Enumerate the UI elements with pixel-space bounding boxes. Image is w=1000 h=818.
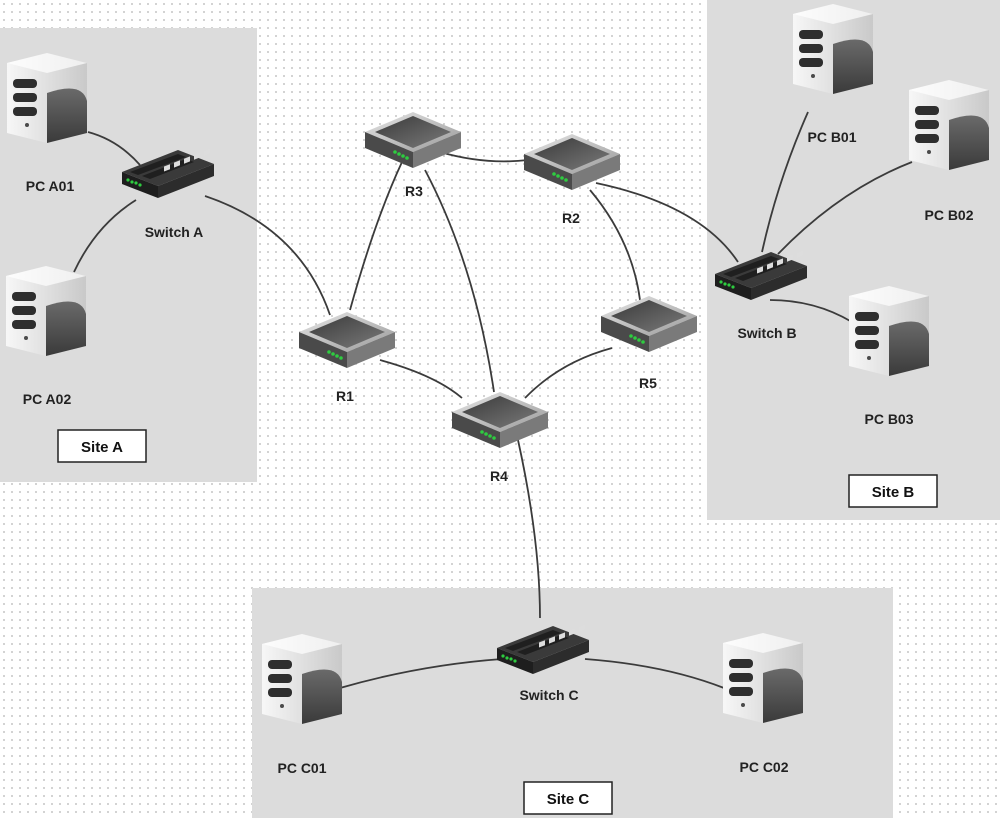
link-pc-a02-switch-a: [73, 199, 137, 273]
switch-c[interactable]: Switch C: [497, 624, 589, 703]
pc-tower-icon: [7, 53, 87, 143]
pc-c02[interactable]: PC C02: [723, 633, 803, 775]
site-a-label: Site A: [81, 439, 123, 456]
site-a-badge: Site A: [57, 429, 147, 463]
switch-b[interactable]: Switch B: [715, 250, 807, 341]
switch-a[interactable]: Switch A: [122, 148, 214, 240]
router-r4-label: R4: [490, 468, 508, 484]
router-r1[interactable]: R1: [299, 312, 395, 404]
router-icon: [524, 134, 620, 190]
pc-tower-icon: [262, 634, 342, 724]
link-switch-c-pc-c01: [339, 658, 503, 689]
router-r3-label: R3: [405, 183, 423, 199]
pc-tower-icon: [723, 633, 803, 723]
router-r2-label: R2: [562, 210, 580, 226]
router-r2[interactable]: R2: [524, 134, 620, 226]
link-switch-a-r1: [204, 195, 331, 316]
pc-a01[interactable]: PC A01: [7, 53, 87, 194]
pc-b03[interactable]: PC B03: [849, 286, 929, 427]
switch-a-label: Switch A: [145, 224, 204, 240]
site-c-label: Site C: [547, 791, 590, 808]
site-c-label-box: [523, 781, 613, 815]
link-r4-switch-c: [517, 439, 541, 619]
router-r5[interactable]: R5: [601, 296, 697, 391]
pc-tower-icon: [6, 266, 86, 356]
switch-b-label: Switch B: [737, 325, 796, 341]
link-r4-r5: [524, 347, 613, 399]
pc-tower-icon: [793, 4, 873, 94]
links: [73, 111, 913, 689]
pc-b01-label: PC B01: [807, 129, 856, 145]
site-a-label-box: [57, 429, 147, 463]
pc-b01[interactable]: PC B01: [793, 4, 873, 145]
router-icon: [601, 296, 697, 352]
pc-b02[interactable]: PC B02: [909, 80, 989, 223]
site-b-label: Site B: [872, 484, 915, 501]
link-r3-r4: [424, 169, 495, 393]
link-r3-r2: [439, 151, 529, 163]
pc-b03-label: PC B03: [864, 411, 913, 427]
link-r1-r4: [379, 359, 463, 399]
pc-a02-label: PC A02: [23, 391, 72, 407]
site-c-badge: Site C: [523, 781, 613, 815]
pc-c01-label: PC C01: [277, 760, 326, 776]
link-r2-switch-b: [595, 182, 739, 263]
pc-c01[interactable]: PC C01: [262, 634, 342, 776]
router-r5-label: R5: [639, 375, 657, 391]
router-r1-label: R1: [336, 388, 354, 404]
router-r3[interactable]: R3: [365, 112, 461, 199]
link-switch-b-pc-b02: [777, 161, 913, 255]
pc-tower-icon: [909, 80, 989, 170]
router-r4[interactable]: R4: [452, 392, 548, 484]
site-b-label-box: [848, 474, 938, 508]
link-r2-r5: [589, 189, 641, 301]
site-b-badge: Site B: [848, 474, 938, 508]
pc-a02[interactable]: PC A02: [6, 266, 86, 407]
router-icon: [365, 112, 461, 168]
switch-c-label: Switch C: [519, 687, 578, 703]
router-icon: [452, 392, 548, 448]
pc-b02-label: PC B02: [924, 207, 973, 223]
pc-c02-label: PC C02: [739, 759, 788, 775]
link-switch-c-pc-c02: [584, 658, 725, 689]
pc-tower-icon: [849, 286, 929, 376]
pc-a01-label: PC A01: [26, 178, 75, 194]
link-switch-b-pc-b03: [769, 299, 853, 323]
link-r1-r3: [349, 161, 403, 311]
link-switch-b-pc-b01: [761, 111, 809, 253]
link-pc-a01-switch-a: [87, 131, 141, 166]
